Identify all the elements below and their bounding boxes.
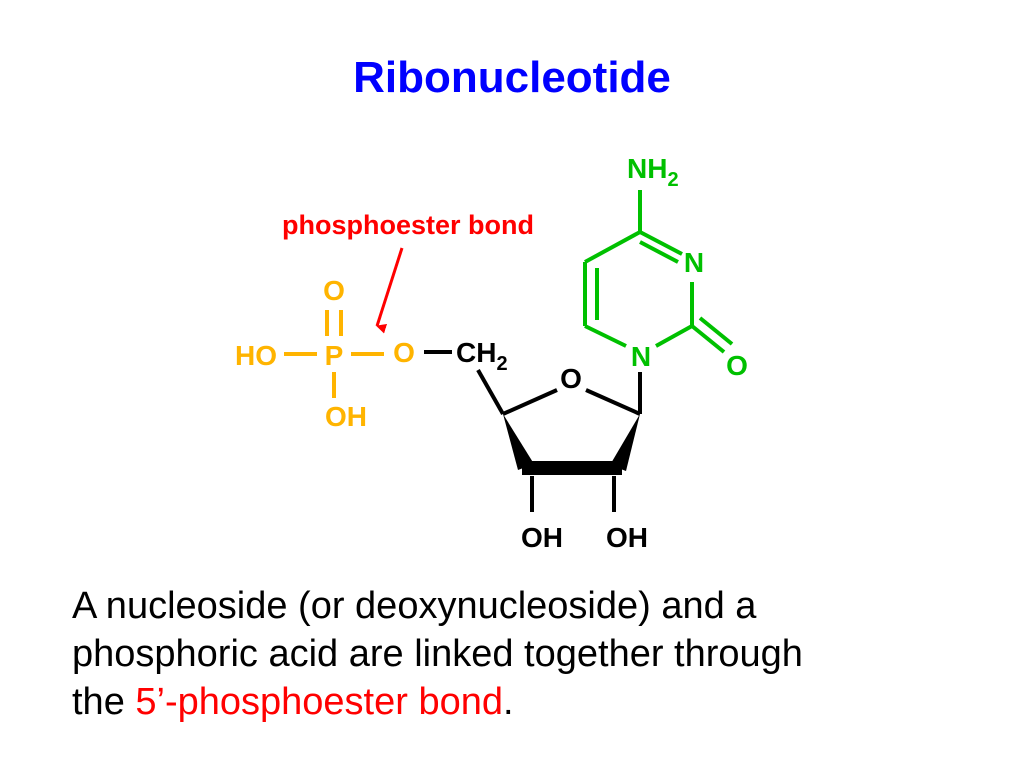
c4-o-bond: [502, 388, 558, 416]
ch2-c4-bond: [476, 369, 505, 415]
wedge-right: [610, 414, 640, 471]
sugar-ring-o: O: [560, 363, 582, 394]
base-o-carbonyl: O: [726, 350, 748, 381]
phosphate-group: O HO P O OH: [235, 275, 415, 432]
phosphate-p: P: [325, 340, 344, 371]
wedge-left: [503, 414, 534, 470]
n1-c6-bond: [584, 324, 627, 348]
caption-line-3-suffix: .: [503, 681, 514, 723]
o-c1-bond: [585, 388, 641, 416]
sugar-oh-left: OH: [521, 522, 563, 553]
annotation-label: phosphoester bond: [282, 210, 534, 240]
sugar-ch2: CH2: [456, 337, 508, 375]
c2-o-double-2: [698, 316, 734, 346]
c2-n1-bond: [655, 324, 693, 348]
c4-n3-double-2: [639, 240, 679, 264]
c2-o-double-1: [690, 324, 726, 354]
base-nh2: NH2: [627, 153, 679, 191]
base-n-bottom: N: [631, 341, 651, 372]
ribose-sugar: CH2 O OH OH: [456, 337, 648, 553]
phosphate-o-top: O: [323, 275, 345, 306]
phosphate-ho: HO: [235, 340, 277, 371]
c5-c4-bond: [584, 230, 641, 264]
caption-line-2: phosphoric acid are linked together thro…: [72, 633, 803, 675]
page-title: Ribonucleotide: [353, 53, 671, 102]
caption-line-1: A nucleoside (or deoxynucleoside) and a: [72, 585, 757, 627]
sugar-oh-right: OH: [606, 522, 648, 553]
caption-highlight: 5’-phosphoester bond: [135, 681, 503, 723]
caption-text: A nucleoside (or deoxynucleoside) and a …: [72, 582, 972, 726]
caption-line-3-prefix: the: [72, 681, 136, 723]
phosphate-o-link: O: [393, 337, 415, 368]
cytosine-base: NH2 N O N: [583, 153, 748, 381]
caption-line-3: the 5’-phosphoester bond.: [72, 678, 972, 726]
annotation-arrow: [375, 247, 404, 334]
base-n-top: N: [684, 247, 704, 278]
phosphate-oh: OH: [325, 401, 367, 432]
c4-n3-double-1: [639, 230, 683, 256]
